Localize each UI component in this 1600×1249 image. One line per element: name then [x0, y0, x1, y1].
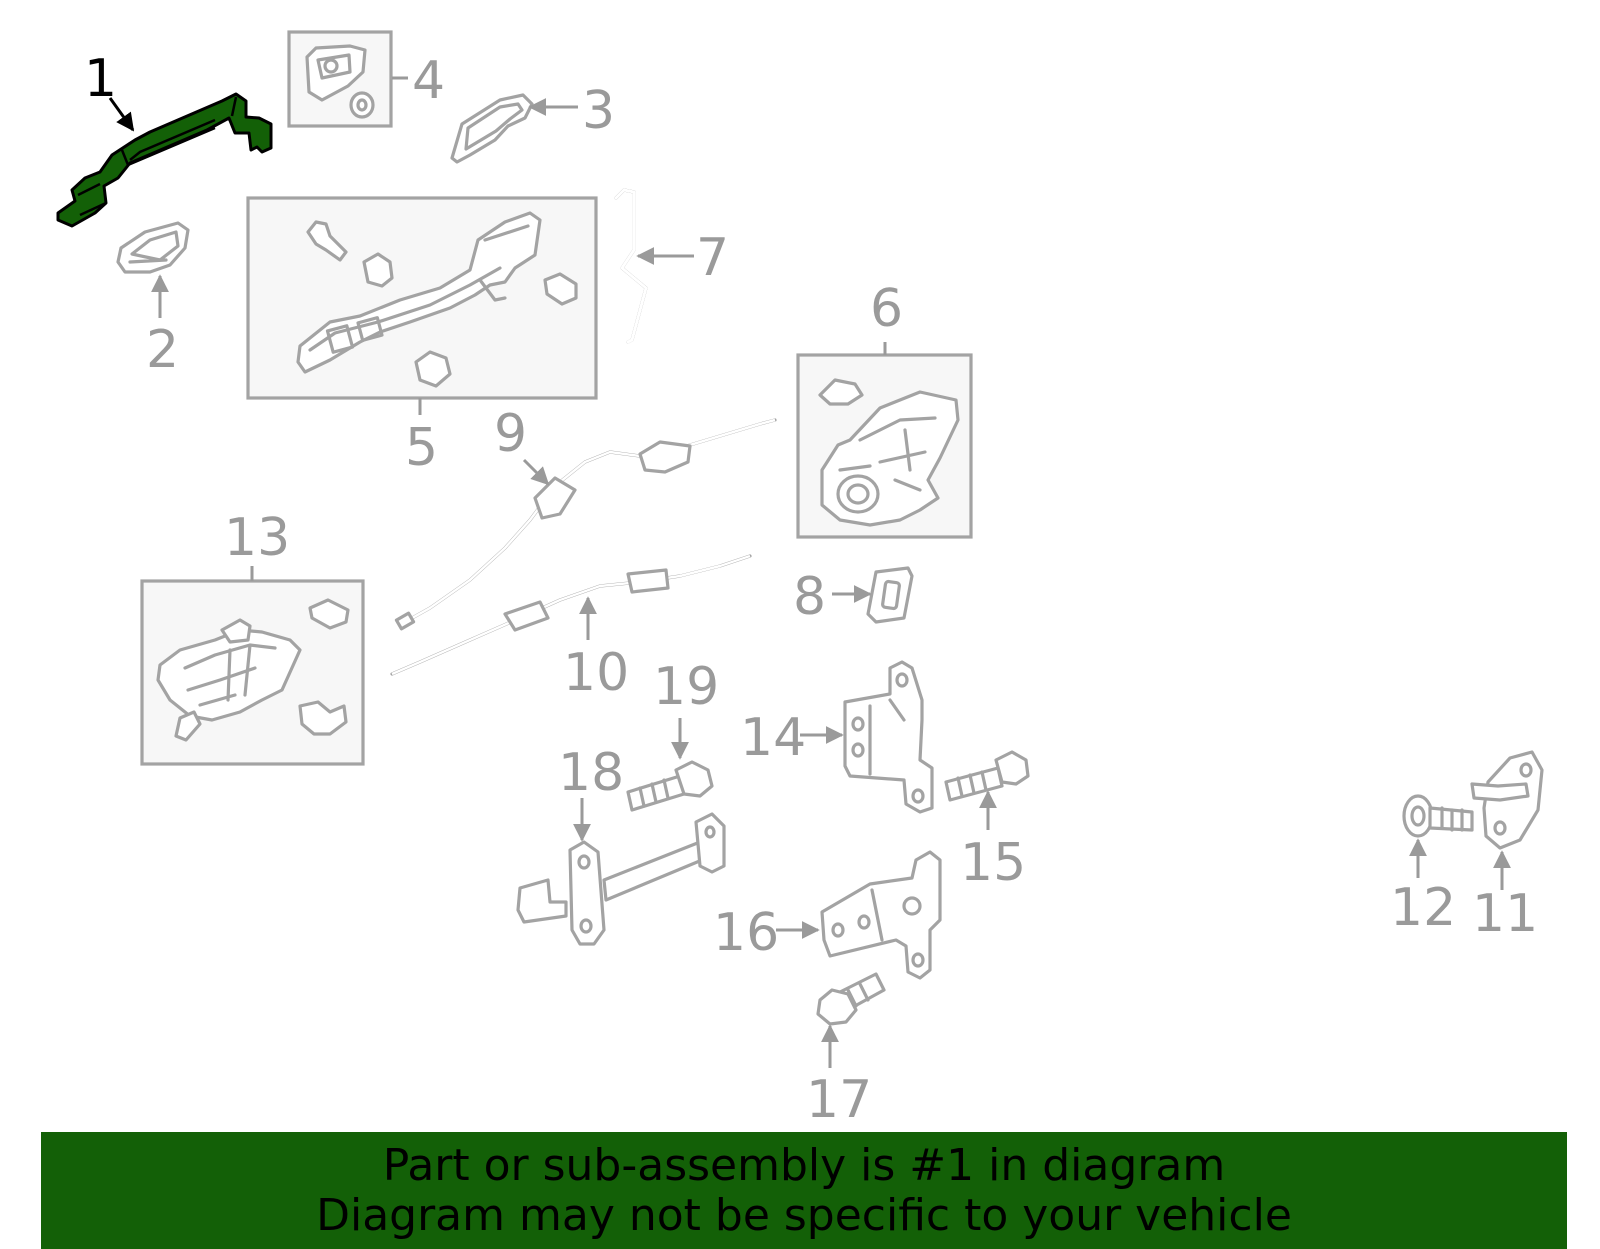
part-16-lower-hinge[interactable] [776, 850, 942, 980]
part-13-inside-handle[interactable] [140, 566, 365, 766]
callout-3[interactable]: 3 [582, 81, 615, 141]
part-5-handle-frame-kit[interactable] [246, 196, 598, 415]
part-1-outside-handle[interactable] [56, 92, 273, 228]
callout-15[interactable]: 15 [960, 833, 1026, 893]
callout-10[interactable]: 10 [563, 643, 629, 703]
callout-14[interactable]: 14 [740, 708, 806, 768]
part-19-bolt[interactable] [626, 718, 714, 812]
banner-line-disclaimer: Diagram may not be specific to your vehi… [316, 1189, 1292, 1241]
callout-13[interactable]: 13 [224, 508, 290, 568]
callout-11[interactable]: 11 [1472, 884, 1538, 944]
part-2-bezel[interactable] [116, 221, 190, 318]
callout-16[interactable]: 16 [713, 903, 779, 963]
callout-17[interactable]: 17 [806, 1070, 872, 1130]
callout-4[interactable]: 4 [412, 51, 445, 111]
part-3-gasket[interactable] [450, 93, 578, 164]
callout-9[interactable]: 9 [494, 404, 527, 464]
part-8-pad[interactable] [832, 566, 914, 624]
part-14-upper-hinge[interactable] [800, 660, 934, 814]
part-7-rod[interactable] [614, 188, 694, 344]
banner-line-part: Part or sub-assembly is #1 in diagram [382, 1139, 1226, 1191]
callout-2[interactable]: 2 [146, 320, 179, 380]
part-18-door-check[interactable] [516, 798, 726, 946]
callout-6[interactable]: 6 [870, 279, 903, 339]
part-9-cable[interactable] [394, 418, 777, 631]
part-6-door-latch[interactable] [796, 342, 973, 539]
callout-5[interactable]: 5 [405, 418, 438, 478]
part-15-bolt[interactable] [944, 750, 1030, 830]
callout-1-leader [108, 97, 135, 132]
callout-19[interactable]: 19 [653, 657, 719, 717]
callout-1[interactable]: 1 [84, 49, 117, 109]
callout-18[interactable]: 18 [558, 743, 624, 803]
part-4-pad-kit[interactable] [287, 30, 408, 128]
part-11-striker[interactable] [1470, 750, 1544, 890]
part-17-bolt[interactable] [816, 972, 886, 1068]
callout-8[interactable]: 8 [793, 567, 826, 627]
part-12-screw[interactable] [1402, 794, 1474, 878]
part-10-cable[interactable] [390, 554, 752, 676]
info-banner: Part or sub-assembly is #1 in diagram Di… [41, 1132, 1567, 1249]
callout-7[interactable]: 7 [696, 228, 729, 288]
callout-12[interactable]: 12 [1390, 878, 1456, 938]
